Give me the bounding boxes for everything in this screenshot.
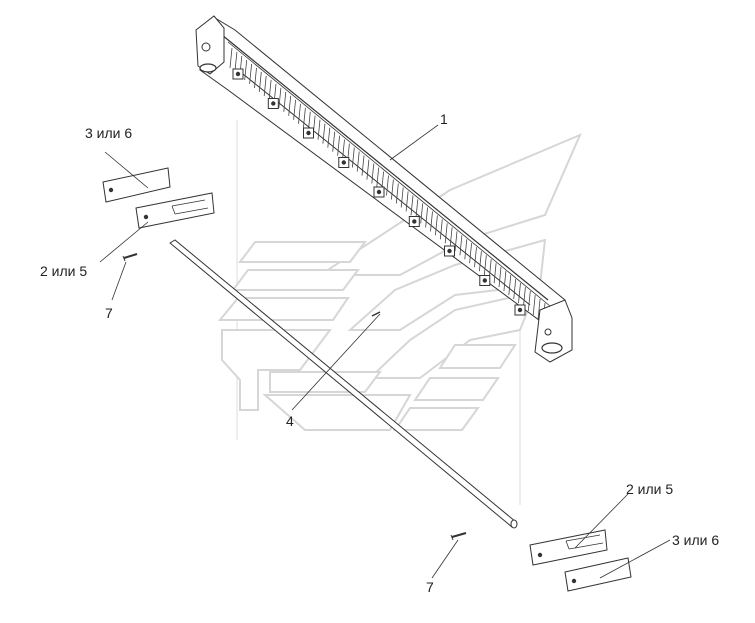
- beam-tooth: [254, 67, 257, 88]
- beam-bolt-hole: [517, 307, 523, 313]
- plate-mid-left: [135, 192, 215, 229]
- plate-3-or-6-right: [564, 557, 632, 592]
- beam-tooth: [430, 211, 433, 232]
- watermark-bar-1: [238, 241, 367, 263]
- beam-tooth: [268, 79, 272, 100]
- beam-tooth: [258, 71, 262, 92]
- beam-tooth: [518, 283, 521, 304]
- callout-label-2-or-5-right: 2 или 5: [626, 481, 673, 497]
- plate-mid-right: [529, 529, 608, 566]
- beam-tooth: [523, 287, 526, 308]
- beam-tooth: [493, 263, 497, 284]
- callout-label-3-or-6-left: 3 или 6: [85, 125, 132, 141]
- callout-label-2-or-5-left: 2 или 5: [40, 263, 87, 279]
- beam-tooth: [400, 187, 404, 208]
- watermark-bar-3: [217, 297, 350, 321]
- callout-label-7-right: 7: [426, 579, 434, 595]
- beam-tooth: [479, 251, 482, 272]
- beam-tooth: [342, 139, 345, 160]
- beam-tooth: [288, 95, 292, 116]
- callout-label-7-left: 7: [105, 305, 113, 321]
- rod-part-4: [169, 239, 518, 529]
- beam-tooth: [263, 75, 267, 96]
- beam-tooth: [376, 167, 380, 188]
- beam-tooth: [371, 163, 375, 184]
- beam-tooth: [366, 159, 370, 180]
- beam-tooth: [322, 123, 326, 144]
- beam-tooth: [513, 279, 517, 300]
- beam-bolt-hole: [306, 130, 311, 136]
- beam-bolts: [232, 68, 526, 316]
- beam-tooth: [527, 290, 531, 312]
- beam-tooth: [439, 219, 443, 240]
- beam-tooth: [351, 147, 355, 168]
- beam-bolt-hole: [447, 248, 452, 254]
- beam-tooth: [405, 191, 409, 212]
- beam-tooth: [395, 183, 399, 204]
- beam-tooth: [249, 63, 252, 84]
- beam-part-1: [195, 15, 573, 363]
- beam-slot-right: [541, 342, 563, 354]
- pin-right: [450, 532, 467, 541]
- callout-label-3-or-6-right: 3 или 6: [672, 532, 719, 548]
- beam-tooth: [361, 155, 365, 176]
- watermark-bar-6: [413, 377, 500, 401]
- watermark-bar-5: [438, 344, 517, 369]
- beam-tooth: [410, 195, 414, 216]
- beam-bolt-hole: [482, 278, 487, 283]
- beam-tooth: [498, 267, 502, 288]
- beam-tooth: [420, 203, 424, 224]
- beam-tooth: [532, 294, 536, 316]
- beam-tooth: [303, 107, 306, 128]
- beam-tooth: [327, 127, 331, 148]
- watermark-bar-2: [231, 269, 360, 291]
- beam-tooth: [425, 207, 428, 228]
- beam-tooth: [391, 179, 394, 200]
- pin-middle: [371, 311, 381, 317]
- plate-bottom-right: [564, 557, 632, 592]
- beam-tooth: [317, 119, 321, 140]
- beam-tooth: [503, 271, 507, 292]
- pin-left: [122, 253, 138, 262]
- beam-tooth: [332, 131, 336, 152]
- beam-bolt-hole: [376, 189, 382, 195]
- watermark-bar-4: [269, 371, 382, 393]
- beam-tooth: [244, 59, 248, 81]
- beam-slot-left: [199, 63, 217, 73]
- beam-nut-icon: [201, 42, 211, 52]
- beam-tooth: [469, 243, 472, 264]
- leader-lines: [99, 124, 671, 579]
- plate-top-left: [102, 167, 171, 203]
- beam-tooth: [474, 247, 477, 268]
- beam-tooth: [483, 255, 487, 276]
- beam-tooth: [537, 298, 541, 320]
- beam-tooth: [464, 239, 468, 260]
- beam-bolt-hole: [341, 160, 346, 165]
- beam-teeth: [229, 47, 546, 324]
- watermark-lower-stroke: [367, 290, 537, 379]
- callout-label-4: 4: [286, 413, 294, 429]
- beam-tooth: [449, 227, 453, 248]
- beam-tooth: [356, 151, 360, 172]
- beam-tooth: [337, 135, 340, 156]
- beam-tooth: [278, 87, 282, 108]
- plate-3-or-6-left: [102, 167, 171, 203]
- beam-tooth: [283, 91, 287, 112]
- beam-tooth: [386, 175, 389, 196]
- beam-bolt-hole: [235, 71, 241, 77]
- beam-tooth: [229, 47, 233, 69]
- beam-bolt-hole: [412, 219, 417, 224]
- beam-tooth: [435, 215, 438, 236]
- beam-tooth: [298, 103, 301, 124]
- beam-tooth: [454, 231, 458, 252]
- callout-label-1: 1: [440, 111, 448, 127]
- watermark-bar-7: [393, 407, 480, 431]
- beam-tooth: [293, 99, 296, 120]
- beam-tooth: [508, 275, 512, 296]
- beam-tooth: [444, 223, 448, 244]
- beam-tooth: [459, 235, 463, 256]
- beam-bolt-hole: [271, 101, 276, 106]
